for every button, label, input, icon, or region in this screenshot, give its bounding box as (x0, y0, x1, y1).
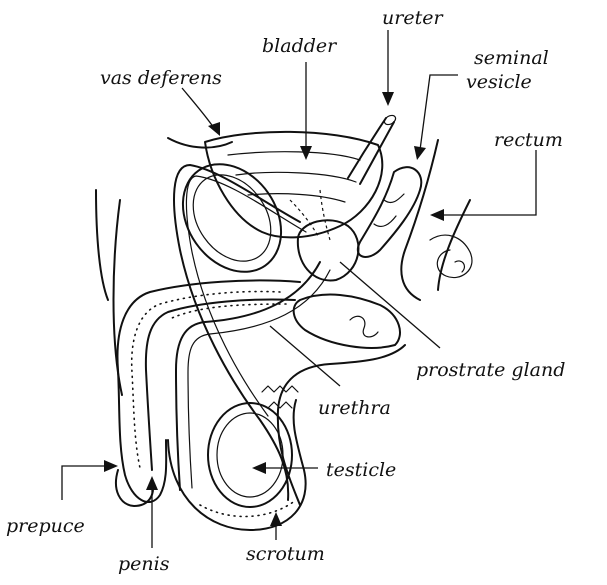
label-ureter: ureter (382, 7, 444, 29)
label-bladder: bladder (262, 35, 338, 57)
perineum-outline (278, 345, 405, 505)
vas-deferens-inner (186, 176, 306, 416)
label-scrotum: scrotum (246, 543, 325, 565)
label-urethra: urethra (318, 397, 391, 419)
testicle-inner (217, 413, 283, 497)
scrotum-arrowhead (270, 512, 282, 526)
ureter-arrowhead (382, 92, 394, 106)
rectum-leader (440, 150, 536, 215)
label-testicle: testicle (326, 459, 396, 481)
label-vas-deferens: vas deferens (100, 67, 222, 89)
testicle-arrowhead (252, 462, 266, 474)
label-penis: penis (118, 553, 170, 575)
vas-deferens-leader (182, 88, 214, 128)
ureter-opening (383, 114, 397, 127)
labels: bladder ureter vas deferens seminal vesi… (6, 7, 565, 575)
bladder-wall-lines (228, 152, 360, 202)
rectum-arrowhead (430, 209, 444, 221)
seminal-vesicle-leader (420, 75, 458, 150)
seminal-vesicle (358, 167, 421, 257)
label-seminal-vesicle-line2: vesicle (466, 71, 532, 93)
bladder-arrowhead (300, 146, 312, 160)
label-seminal-vesicle-line1: seminal (474, 47, 549, 69)
urethra-leader (270, 326, 340, 386)
bulb-folds (350, 316, 378, 337)
seminal-vesicle-arrowhead (414, 146, 426, 160)
label-prostrate-gland: prostrate gland (416, 359, 565, 381)
bulb-of-penis (294, 295, 400, 348)
label-rectum: rectum (494, 129, 563, 151)
prepuce-arrowhead (104, 460, 118, 472)
ureter (348, 118, 394, 184)
vas-deferens-arrowhead (208, 122, 220, 136)
prepuce-leader (62, 466, 108, 500)
bladder (205, 132, 382, 238)
penis-arrowhead (146, 476, 158, 490)
scrotum-skin-texture (200, 500, 296, 516)
pelvis-upper-outline (168, 138, 232, 148)
urethra (176, 262, 320, 490)
prostate-gland (298, 220, 359, 280)
label-prepuce: prepuce (6, 515, 85, 537)
prostrate-gland-leader (340, 262, 440, 348)
rectum (401, 140, 470, 300)
